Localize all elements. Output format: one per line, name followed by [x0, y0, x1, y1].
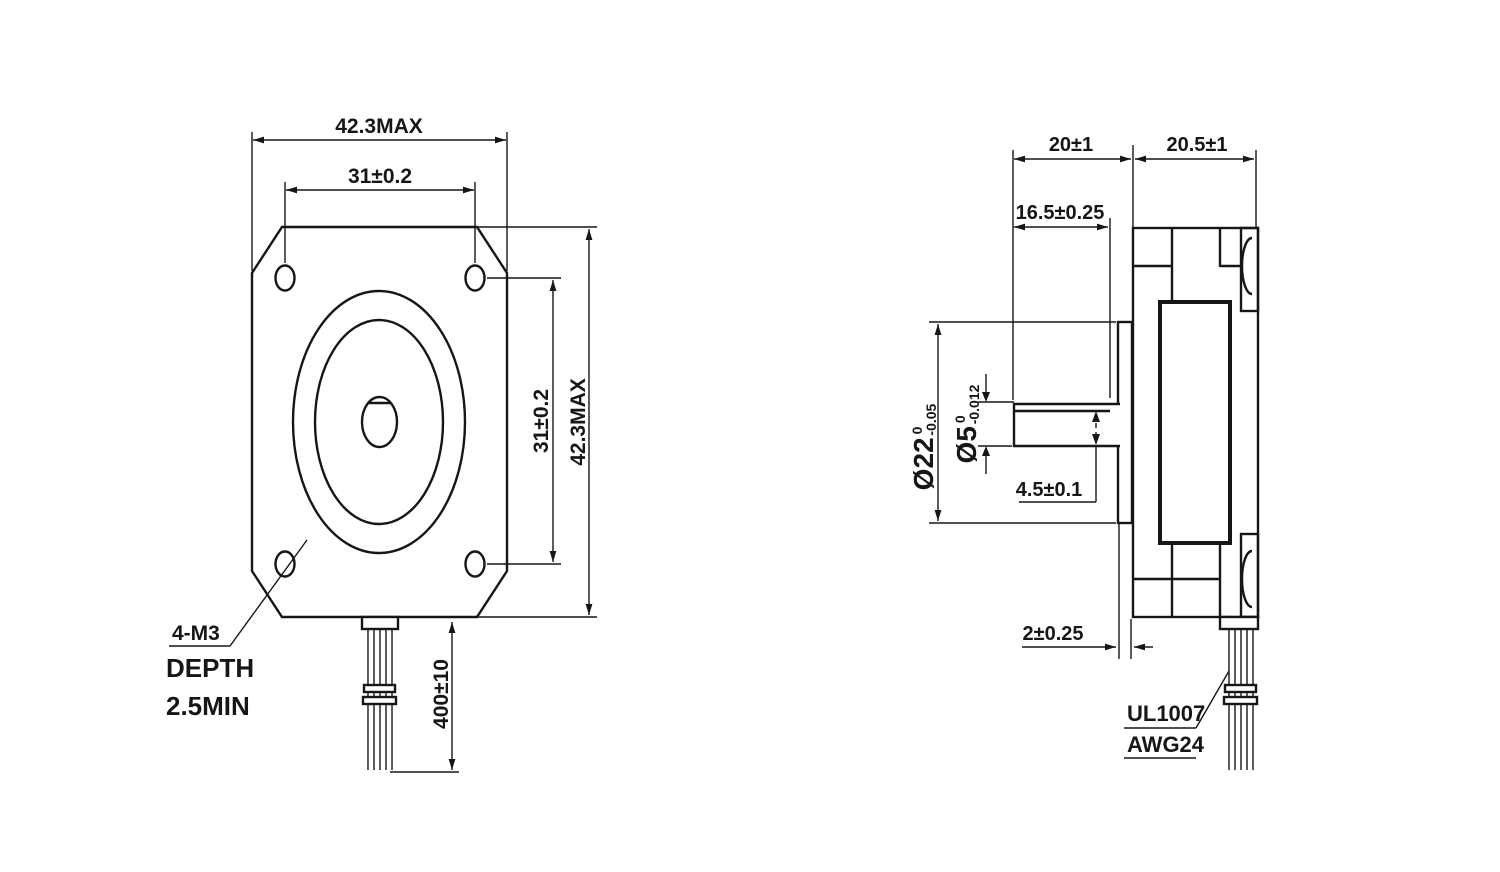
- dim-body-length-label: 20.5±1: [1166, 134, 1227, 156]
- dim-shaft-diameter: Ø50-0.012: [951, 374, 1014, 474]
- side-view: 20±1 20.5±1 16.5±0.25 Ø220-0.05 Ø5: [908, 134, 1260, 770]
- dim-pilot-depth-label: 2±0.25: [1022, 623, 1083, 645]
- mounting-hole: [274, 264, 296, 292]
- dim-shaft-flat-length-label: 16.5±0.25: [1016, 202, 1105, 224]
- dim-shaft-protrusion: 20±1: [1012, 134, 1257, 400]
- wire-band: [1222, 695, 1259, 706]
- front-lead-wires: [360, 615, 400, 770]
- callout-depth-value: 2.5MIN: [166, 691, 250, 721]
- wire-spec-line1: UL1007: [1127, 701, 1205, 726]
- pilot-boss: [1116, 320, 1134, 525]
- wire-exit-bushing: [360, 615, 400, 631]
- wire-spec-callout: UL1007 AWG24: [1124, 670, 1230, 759]
- dim-shaft-flat-height: 4.5±0.1: [1016, 411, 1100, 503]
- mounting-hole: [464, 264, 486, 292]
- dim-pilot-diameter-label: Ø220-0.05: [908, 403, 939, 490]
- stator-block: [1158, 300, 1232, 545]
- dim-hole-spacing-horizontal: 31±0.2: [284, 165, 476, 263]
- dim-hole-spacing-vertical: 31±0.2: [487, 277, 561, 565]
- wire-band: [362, 683, 397, 694]
- dim-hole-spacing-v-label: 31±0.2: [530, 389, 553, 453]
- dim-width-max: 42.3MAX: [251, 115, 508, 271]
- callout-depth-label: DEPTH: [166, 653, 254, 683]
- wire-band: [1223, 683, 1258, 694]
- wire-exit-bushing: [1218, 615, 1260, 631]
- dim-shaft-flat-length: 16.5±0.25: [1014, 202, 1111, 398]
- front-view: 42.3MAX 31±0.2 31±0.2 42.3MAX 4-M3: [166, 115, 597, 773]
- dim-hole-spacing-h-label: 31±0.2: [348, 165, 412, 188]
- front-pilot-circle: [313, 318, 445, 526]
- mounting-hole-callout: 4-M3 DEPTH 2.5MIN: [166, 539, 308, 721]
- wire-band: [361, 695, 398, 706]
- wire-spec-line2: AWG24: [1127, 732, 1205, 757]
- side-lead-wires: [1218, 615, 1260, 770]
- dim-pilot-depth: 2±0.25: [1022, 523, 1153, 659]
- dim-shaft-protrusion-label: 20±1: [1049, 134, 1093, 156]
- dim-shaft-diameter-label: Ø50-0.012: [951, 384, 982, 463]
- dim-shaft-flat-height-label: 4.5±0.1: [1016, 479, 1083, 501]
- front-outer-circle: [291, 289, 467, 555]
- dim-width-max-label: 42.3MAX: [335, 115, 423, 138]
- motor-body-outline: [1131, 226, 1260, 619]
- dim-body-length: 20.5±1: [1135, 134, 1254, 163]
- dim-wire-length-label: 400±10: [430, 659, 453, 729]
- dim-pilot-diameter: Ø220-0.05: [908, 321, 1116, 524]
- shaft-circle: [360, 395, 399, 449]
- dim-height-max-label: 42.3MAX: [567, 378, 590, 466]
- callout-thread-label: 4-M3: [172, 622, 220, 645]
- dim-height-max: 42.3MAX: [477, 226, 597, 618]
- assembly-screw-top: [1239, 226, 1260, 313]
- mounting-hole: [464, 550, 486, 578]
- dim-wire-length: 400±10: [390, 622, 459, 773]
- assembly-screw-bottom: [1239, 532, 1260, 619]
- mounting-hole: [274, 550, 296, 578]
